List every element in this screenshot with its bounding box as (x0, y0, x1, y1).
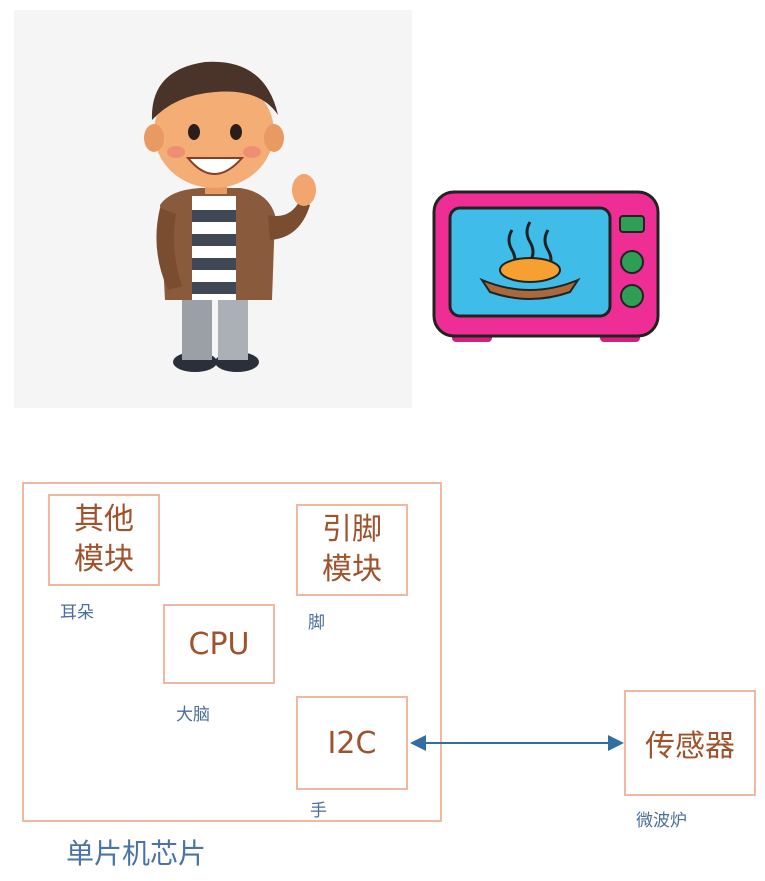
person-illustration-background (14, 10, 412, 408)
i2c-label: I2C (327, 725, 377, 761)
pin-module-caption: 脚 (308, 613, 325, 633)
chip-outline (22, 482, 442, 822)
pin-module-label: 引脚 模块 (322, 512, 382, 587)
other-module-box: 其他 模块 (48, 494, 160, 586)
i2c-box: I2C (296, 696, 408, 790)
pin-module-box: 引脚 模块 (296, 504, 408, 596)
chip-label: 单片机芯片 (66, 837, 207, 870)
sensor-caption: 微波炉 (636, 811, 687, 831)
sensor-box: 传感器 (624, 690, 756, 796)
cpu-caption: 大脑 (176, 705, 210, 725)
other-module-label: 其他 模块 (74, 502, 134, 577)
cpu-box: CPU (163, 604, 275, 684)
sensor-label: 传感器 (645, 729, 735, 764)
other-module-caption: 耳朵 (60, 603, 94, 623)
i2c-caption: 手 (310, 801, 327, 821)
cpu-label: CPU (188, 626, 250, 662)
